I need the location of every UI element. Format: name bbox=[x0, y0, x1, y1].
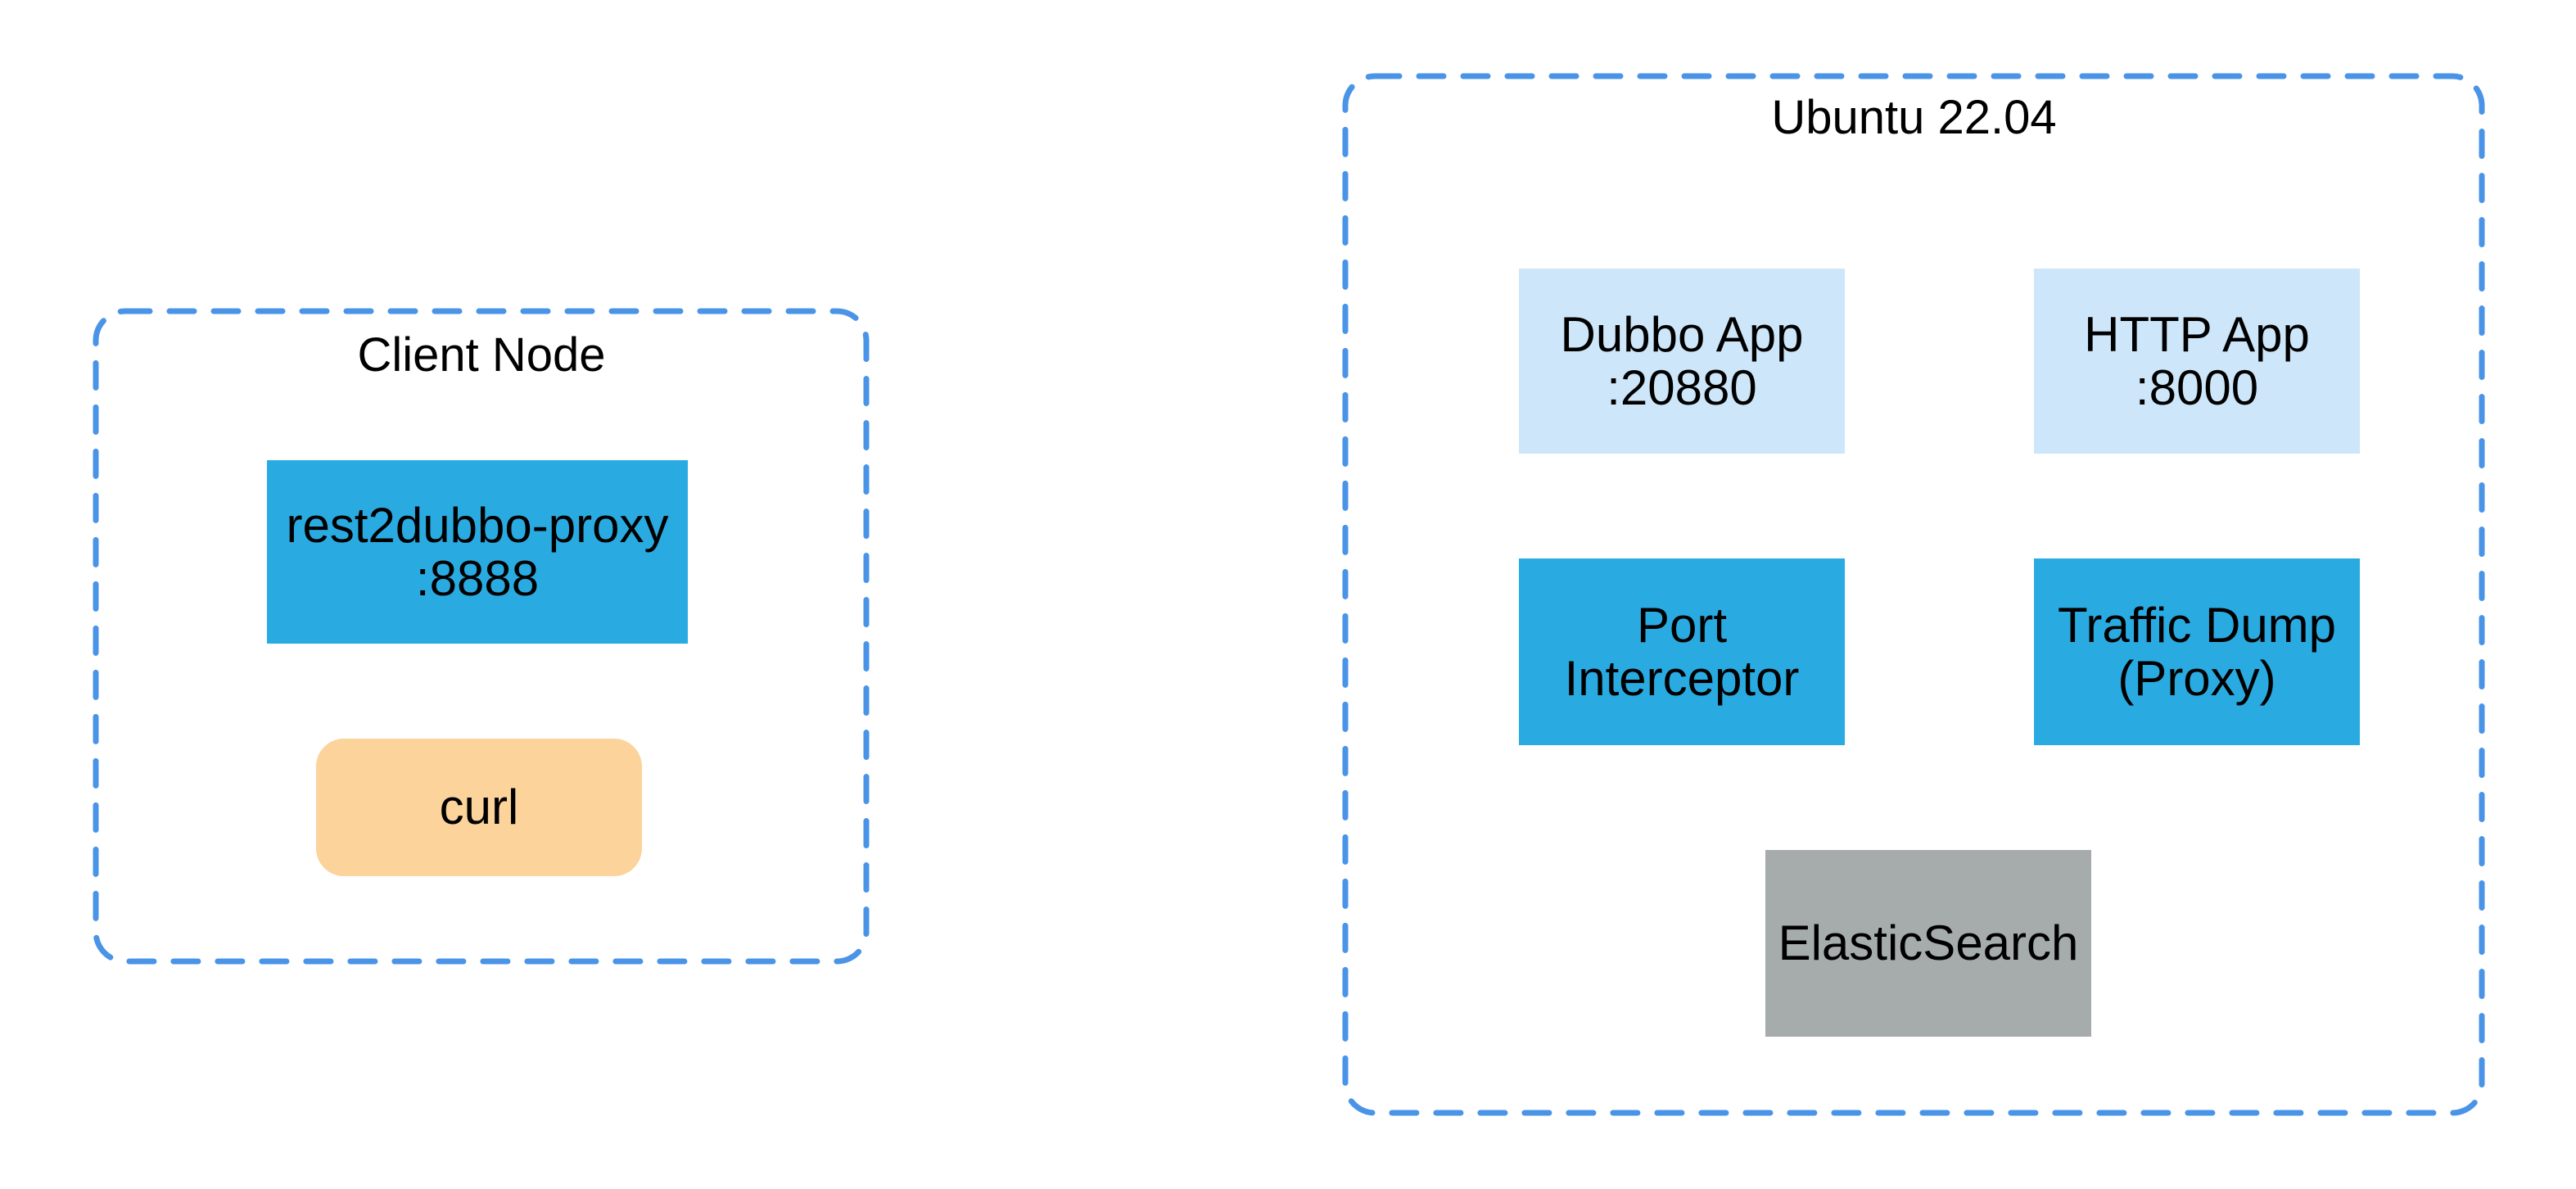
node-label-line: Interceptor bbox=[1564, 651, 1800, 706]
rest2dubbo-proxy-node: rest2dubbo-proxy :8888 bbox=[267, 460, 688, 644]
port-interceptor-node: Port Interceptor bbox=[1519, 558, 1845, 745]
node-label-line: HTTP App bbox=[2084, 306, 2310, 362]
node-label-line: curl bbox=[439, 780, 519, 835]
node-label-line: Port bbox=[1636, 597, 1728, 653]
node-label-line: (Proxy) bbox=[2117, 651, 2276, 706]
node-label-line: Traffic Dump bbox=[2057, 597, 2337, 653]
curl-node: curl bbox=[316, 739, 642, 876]
ubuntu-title: Ubuntu 22.04 bbox=[1771, 91, 2057, 144]
node-label-line: :8000 bbox=[2135, 360, 2259, 415]
node-label-line: ElasticSearch bbox=[1778, 915, 2079, 971]
dubbo-app-node: Dubbo App :20880 bbox=[1519, 269, 1845, 454]
elasticsearch-node: ElasticSearch bbox=[1765, 850, 2091, 1037]
traffic-dump-node: Traffic Dump (Proxy) bbox=[2034, 558, 2360, 745]
node-label-line: rest2dubbo-proxy bbox=[286, 497, 669, 553]
node-label-line: :8888 bbox=[415, 551, 540, 606]
client-node-title: Client Node bbox=[357, 328, 606, 382]
node-label-line: Dubbo App bbox=[1560, 306, 1804, 362]
node-label-line: :20880 bbox=[1607, 360, 1757, 415]
http-app-node: HTTP App :8000 bbox=[2034, 269, 2360, 454]
